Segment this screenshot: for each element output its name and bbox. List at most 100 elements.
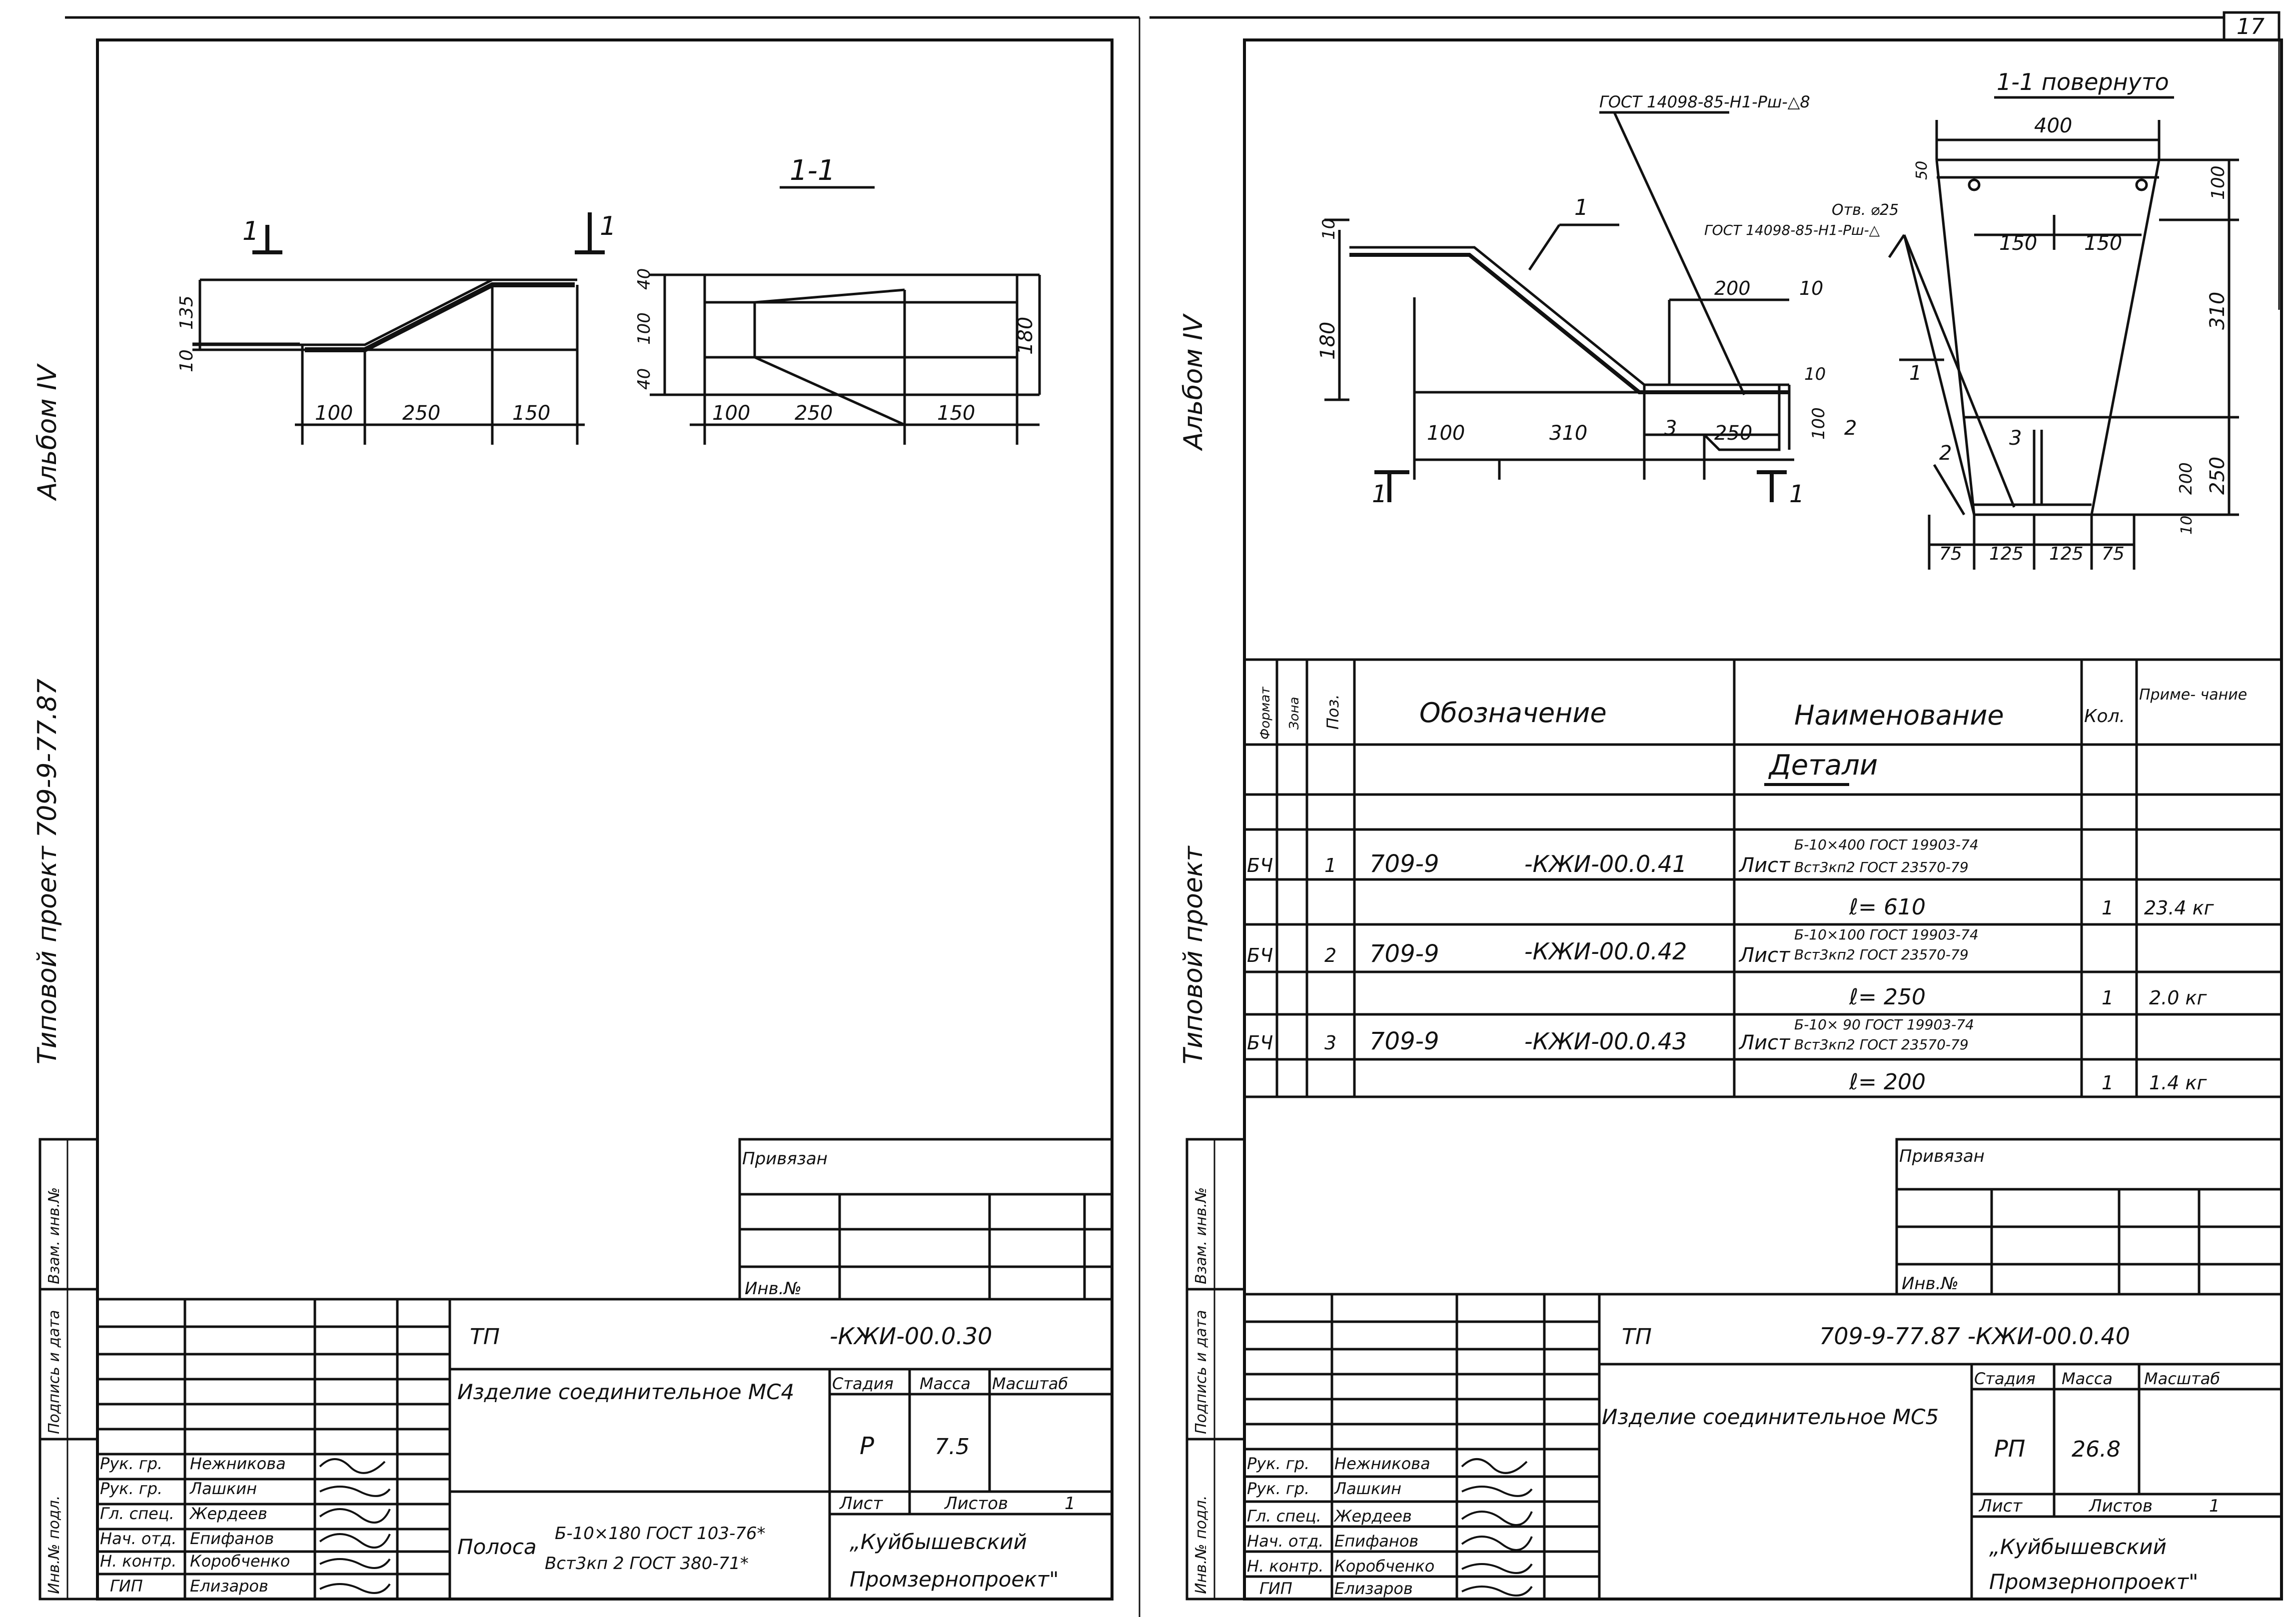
spec-des-a: 709-9 bbox=[1369, 940, 1439, 968]
dim: 150 bbox=[1999, 232, 2037, 255]
left-signer: Епифанов bbox=[190, 1529, 274, 1548]
left-item-name: Изделие соединительное МС4 bbox=[457, 1380, 794, 1404]
left-role: Гл. спец. bbox=[100, 1504, 174, 1523]
left-stage: Р bbox=[860, 1432, 874, 1460]
spec-pos: 1 bbox=[1324, 854, 1336, 876]
dim: 180 bbox=[1316, 322, 1339, 360]
dim: 100 bbox=[1427, 422, 1465, 445]
spec-note: 2.0 кг bbox=[2149, 987, 2207, 1009]
right-signer: Лашкин bbox=[1334, 1479, 1401, 1498]
dim: 50 bbox=[1913, 161, 1931, 180]
spec-header-qty: Кол. bbox=[2084, 706, 2125, 727]
spec-spec-bot: Вст3кп2 ГОСТ 23570-79 bbox=[1794, 859, 1969, 875]
right-hole: Отв. ⌀25 bbox=[1832, 201, 1899, 219]
right-role: ГИП bbox=[1259, 1579, 1292, 1598]
left-cut-mark-b: 1 bbox=[600, 211, 616, 241]
left-inv: Инв.№ bbox=[745, 1279, 802, 1299]
dim: 100 bbox=[2208, 165, 2229, 200]
right-elevation-drawing bbox=[1324, 111, 1794, 502]
spec-format: БЧ bbox=[1247, 854, 1273, 876]
dim: 250 bbox=[2206, 457, 2229, 495]
left-role: Рук. гр. bbox=[100, 1479, 162, 1498]
spec-format: БЧ bbox=[1247, 1032, 1273, 1054]
left-code: -КЖИ-00.0.30 bbox=[830, 1323, 992, 1350]
dim: 10 bbox=[1319, 218, 1339, 240]
left-tp: ТП bbox=[470, 1324, 500, 1350]
part-label: 1 bbox=[1574, 195, 1588, 220]
dim: 125 bbox=[1989, 544, 2024, 564]
dim: 310 bbox=[1549, 422, 1587, 445]
left-material-1: Б-10×180 ГОСТ 103-76* bbox=[555, 1524, 766, 1544]
right-section-drawing bbox=[1888, 96, 2239, 570]
spec-header-zone: Зона bbox=[1287, 697, 1302, 730]
right-signer: Жердеев bbox=[1333, 1507, 1412, 1526]
right-stage: РП bbox=[1994, 1435, 2025, 1462]
part-label: 2 bbox=[1939, 442, 1952, 465]
right-privyazan: Привязан bbox=[1899, 1146, 1985, 1166]
left-material-2: Вст3кп 2 ГОСТ 380-71* bbox=[545, 1554, 749, 1574]
left-signer: Нежникова bbox=[190, 1454, 286, 1473]
spec-spec-top: Б-10× 90 ГОСТ 19903-74 bbox=[1794, 1016, 1974, 1033]
right-sheets: 1 bbox=[2209, 1496, 2220, 1516]
spec-header-designation: Обозначение bbox=[1419, 697, 1607, 729]
right-stamp-3: Взам. инв.№ bbox=[1192, 1187, 1210, 1284]
spec-des-a: 709-9 bbox=[1369, 850, 1439, 878]
right-item-name: Изделие соединительное МС5 bbox=[1602, 1405, 1939, 1429]
dim: 10 bbox=[2178, 516, 2196, 535]
spec-qty: 1 bbox=[2102, 1072, 2114, 1094]
spec-des-b: -КЖИ-00.0.41 bbox=[1524, 850, 1687, 877]
right-stamp-1: Инв.№ подл. bbox=[1192, 1496, 1210, 1594]
spec-kind: Лист bbox=[1738, 854, 1791, 877]
spec-header-format: Формат bbox=[1258, 687, 1273, 740]
right-scale-header: Масштаб bbox=[2144, 1369, 2220, 1388]
left-privyazan: Привязан bbox=[742, 1149, 828, 1169]
right-role: Нач. отд. bbox=[1247, 1532, 1323, 1551]
spec-length: ℓ= 200 bbox=[1849, 1069, 1926, 1095]
right-signer: Епифанов bbox=[1334, 1532, 1418, 1551]
part-label: 2 bbox=[1844, 417, 1857, 440]
right-role: Рук. гр. bbox=[1247, 1479, 1309, 1498]
part-label: 3 bbox=[2009, 427, 2022, 450]
spec-pos: 3 bbox=[1324, 1032, 1336, 1054]
right-inv: Инв.№ bbox=[1902, 1274, 1959, 1294]
left-signer: Елизаров bbox=[190, 1577, 268, 1596]
right-signer: Коробченко bbox=[1334, 1557, 1434, 1576]
dim: 100 bbox=[712, 402, 750, 425]
spec-note: 1.4 кг bbox=[2149, 1072, 2207, 1094]
left-role: ГИП bbox=[110, 1577, 143, 1596]
spec-qty: 1 bbox=[2102, 897, 2114, 919]
left-org-2: Промзернопроект" bbox=[850, 1567, 1059, 1592]
dim: 200 bbox=[1714, 277, 1751, 299]
dim: 75 bbox=[2102, 544, 2125, 564]
left-signer: Жердеев bbox=[189, 1504, 267, 1523]
part-label: 3 bbox=[1664, 417, 1677, 440]
right-stamp-2: Подпись и дата bbox=[1192, 1310, 1210, 1435]
left-mass: 7.5 bbox=[935, 1434, 970, 1460]
spec-section: Детали bbox=[1768, 749, 1878, 782]
signature-marks bbox=[319, 1458, 1533, 1597]
left-project: Типовой проект 709-9-77.87 bbox=[32, 679, 62, 1064]
dim: 250 bbox=[1714, 422, 1752, 445]
right-project: Типовой проект bbox=[1178, 845, 1208, 1064]
spec-length: ℓ= 610 bbox=[1849, 894, 1926, 920]
left-sheet-header: Лист bbox=[839, 1494, 883, 1514]
spec-des-b: -КЖИ-00.0.42 bbox=[1524, 938, 1687, 965]
dim: 75 bbox=[1939, 544, 1962, 564]
right-album: Альбом IV bbox=[1178, 313, 1208, 451]
left-sheets: 1 bbox=[1065, 1494, 1076, 1514]
left-album: Альбом IV bbox=[32, 363, 62, 501]
right-role: Гл. спец. bbox=[1247, 1507, 1321, 1526]
right-gost-1: ГОСТ 14098-85-Н1-Рш-△8 bbox=[1599, 92, 1810, 111]
left-material-label: Полоса bbox=[457, 1535, 537, 1559]
spec-length: ℓ= 250 bbox=[1849, 984, 1926, 1010]
right-role: Рук. гр. bbox=[1247, 1454, 1309, 1473]
left-mass-header: Масса bbox=[920, 1374, 971, 1393]
dim: 125 bbox=[2049, 544, 2084, 564]
dim: 310 bbox=[2206, 292, 2229, 330]
right-role: Н. контр. bbox=[1247, 1557, 1323, 1576]
right-section-label: 1-1 повернуто bbox=[1997, 68, 2169, 95]
spec-spec-bot: Вст3кп2 ГОСТ 23570-79 bbox=[1794, 946, 1969, 963]
dim: 180 bbox=[1014, 317, 1037, 355]
right-signer: Елизаров bbox=[1334, 1579, 1413, 1598]
left-scale-header: Масштаб bbox=[992, 1374, 1068, 1393]
